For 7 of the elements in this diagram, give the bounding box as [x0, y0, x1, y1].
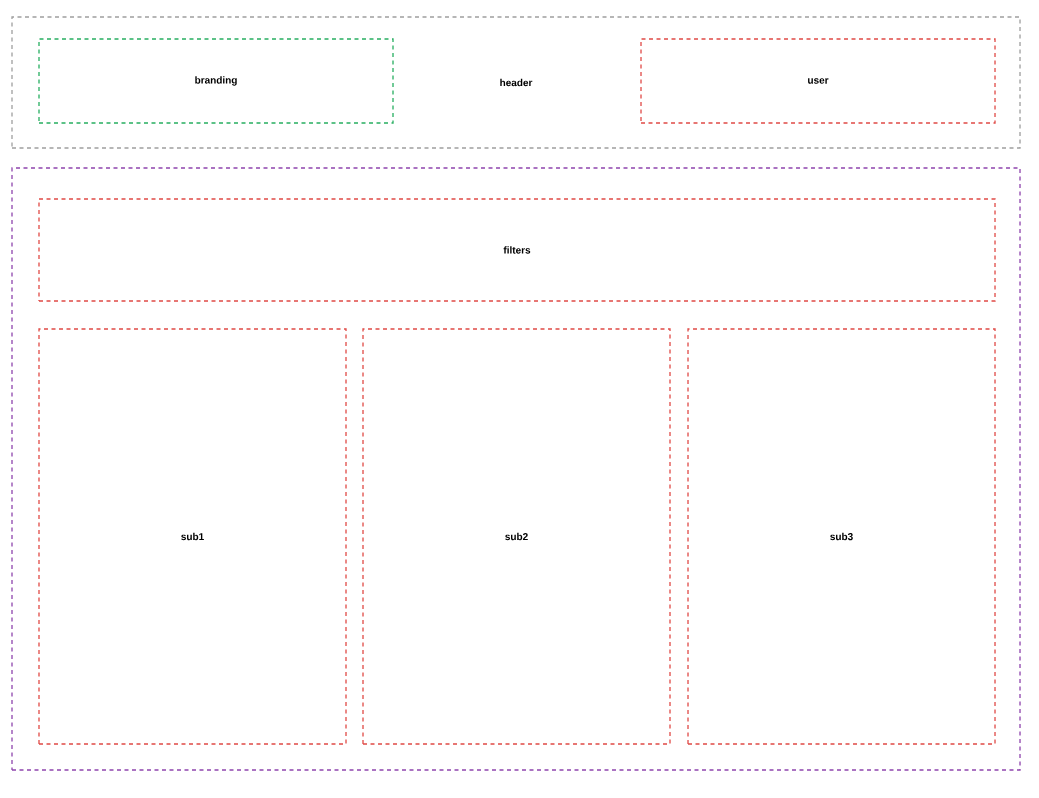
layout-box: sub2 [362, 328, 671, 745]
layout-box: user [640, 38, 996, 124]
layout-box: sub3 [687, 328, 996, 745]
layout-box: filters [38, 198, 996, 302]
layout-box: branding [38, 38, 394, 124]
layout-box: sub1 [38, 328, 347, 745]
layout-region [11, 167, 1021, 771]
